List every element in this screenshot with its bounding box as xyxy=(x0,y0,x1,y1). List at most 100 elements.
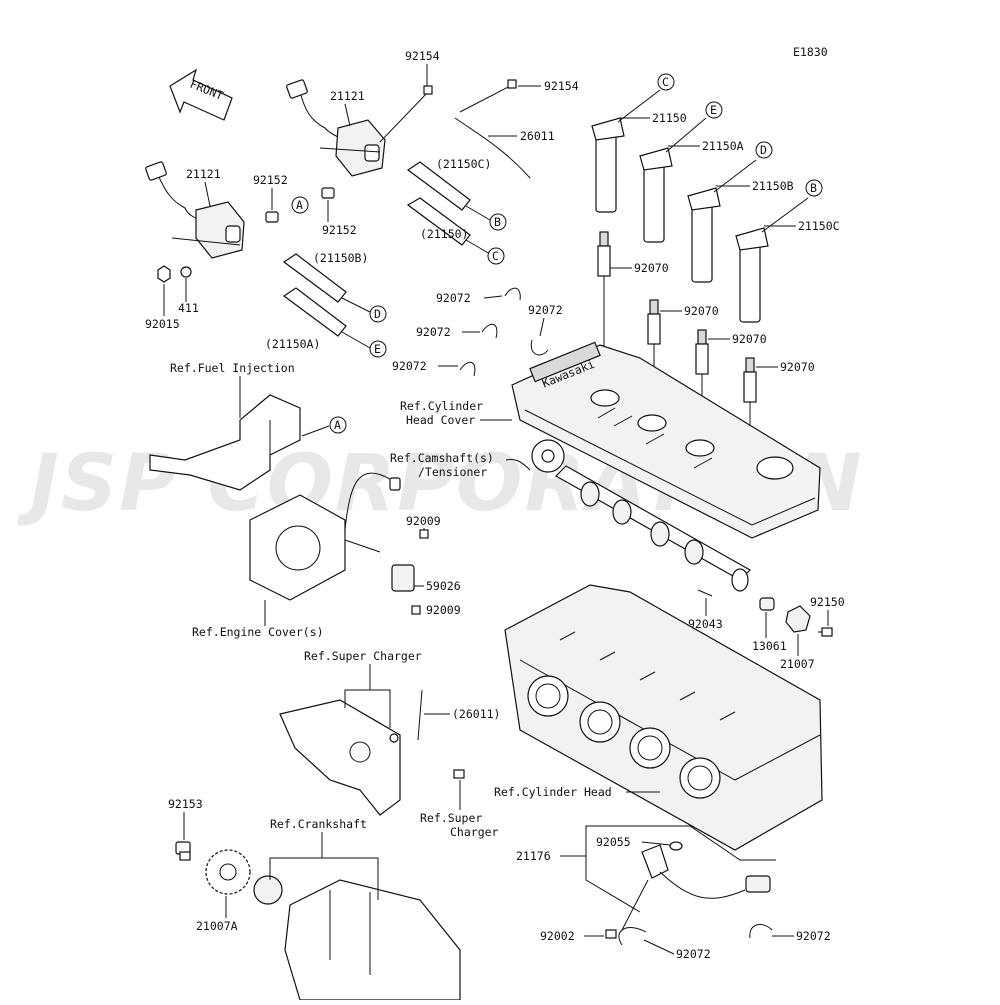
bolt-92009-a xyxy=(419,529,429,539)
label-92153: 92153 xyxy=(168,797,203,811)
label-21150B-paren: (21150B) xyxy=(313,251,368,265)
ref-super-charger-top: Ref.Super Charger xyxy=(304,649,422,663)
bolt-92154-a xyxy=(379,85,433,143)
plug-cap-21150C-small xyxy=(406,161,491,221)
sensor-21176 xyxy=(621,844,771,931)
label-13061: 13061 xyxy=(752,639,787,653)
label-21121-left: 21121 xyxy=(186,167,221,181)
label-21150A: 21150A xyxy=(702,139,744,153)
ref-engine-cover: Ref.Engine Cover(s) xyxy=(192,625,324,639)
svg-text:A: A xyxy=(296,198,303,212)
label-92009-bot: 92009 xyxy=(426,603,461,617)
label-21150C: 21150C xyxy=(798,219,840,233)
label-92152-left: 92152 xyxy=(253,173,288,187)
svg-text:B: B xyxy=(810,181,817,195)
label-21150-paren: (21150) xyxy=(420,227,468,241)
label-21176: 21176 xyxy=(516,849,551,863)
label-92070-3: 92070 xyxy=(732,332,767,346)
clip-92072-1 xyxy=(504,287,521,301)
plug-cap-21150-long xyxy=(591,89,661,213)
label-26011-paren: (26011) xyxy=(452,707,500,721)
label-92150: 92150 xyxy=(810,595,845,609)
svg-text:D: D xyxy=(374,307,381,321)
callout-B-2: B xyxy=(805,179,823,197)
plug-cap-21150B-long xyxy=(687,159,757,283)
plug-cap-21150B-small xyxy=(282,253,371,313)
ref-super-charger-bot-line2: Charger xyxy=(450,825,499,839)
bolt-92009-b xyxy=(411,605,421,615)
label-92015: 92015 xyxy=(145,317,180,331)
label-21007: 21007 xyxy=(780,657,815,671)
spark-plug-1 xyxy=(597,231,611,392)
callout-D-1: D xyxy=(369,305,387,323)
label-92154-top: 92154 xyxy=(405,49,440,63)
svg-text:E: E xyxy=(710,103,717,117)
label-92055: 92055 xyxy=(596,835,631,849)
callout-A-1: A xyxy=(291,196,309,214)
cap-21007 xyxy=(785,605,811,633)
sensor-59026 xyxy=(344,472,415,592)
oring-92055 xyxy=(669,841,683,851)
label-92072-4: 92072 xyxy=(528,303,563,317)
label-21150C-paren: (21150C) xyxy=(436,157,491,171)
label-92070-2: 92070 xyxy=(684,304,719,318)
ignition-coil-front xyxy=(145,161,245,259)
engine-cover-plate xyxy=(249,494,346,601)
label-21150A-paren: (21150A) xyxy=(265,337,320,351)
ref-cylinder-head: Ref.Cylinder Head xyxy=(494,785,612,799)
hose-26011 xyxy=(454,117,531,179)
washer-411 xyxy=(180,266,192,278)
label-92072-2: 92072 xyxy=(416,325,451,339)
label-92152-mid: 92152 xyxy=(322,223,357,237)
svg-text:D: D xyxy=(760,143,767,157)
label-92072-1: 92072 xyxy=(436,291,471,305)
camshaft xyxy=(531,439,751,592)
svg-text:C: C xyxy=(492,249,499,263)
collar-13061 xyxy=(759,597,775,611)
label-92072-5: 92072 xyxy=(676,947,711,961)
cylinder-head-cover: Kawasaki xyxy=(511,341,821,539)
ref-crankshaft: Ref.Crankshaft xyxy=(270,817,367,831)
diagram-code: E1830 xyxy=(793,45,828,59)
label-92072-3: 92072 xyxy=(392,359,427,373)
clip-92072-6 xyxy=(749,923,773,939)
bolt-92154-b xyxy=(459,79,517,113)
ref-camshaft-line2: /Tensioner xyxy=(418,465,487,479)
gear-21007A xyxy=(205,849,251,895)
ref-super-charger-bot-line1: Ref.Super xyxy=(420,811,482,825)
label-92070-4: 92070 xyxy=(780,360,815,374)
clip-92072-2 xyxy=(481,323,498,339)
plug-cap-21150-small xyxy=(406,197,491,255)
label-92154-right: 92154 xyxy=(544,79,579,93)
cylinder-head xyxy=(504,584,823,851)
collar-92152-b xyxy=(321,187,335,199)
label-21007A: 21007A xyxy=(196,919,238,933)
ref-camshaft-line1: Ref.Camshaft(s) xyxy=(390,451,494,465)
bolt-92153 xyxy=(175,841,191,861)
svg-text:E: E xyxy=(374,342,381,356)
clip-92072-4 xyxy=(530,339,549,356)
svg-text:C: C xyxy=(662,75,669,89)
svg-text:A: A xyxy=(334,418,341,432)
callout-D-2: D xyxy=(755,141,773,159)
hose-26011-b xyxy=(389,689,423,743)
callout-B-1: B xyxy=(489,213,507,231)
label-26011: 26011 xyxy=(520,129,555,143)
front-arrow-icon: FRONT xyxy=(169,68,233,121)
svg-text:B: B xyxy=(494,215,501,229)
clip-92072-5 xyxy=(618,927,647,946)
bolt-92150 xyxy=(818,627,833,637)
label-21150: 21150 xyxy=(652,111,687,125)
label-411: 411 xyxy=(178,301,199,315)
label-92070-1: 92070 xyxy=(634,261,669,275)
label-92009-top: 92009 xyxy=(406,514,441,528)
clip-92072-3 xyxy=(459,361,476,377)
plug-cap-21150A-small xyxy=(282,287,371,349)
ref-fuel-injection: Ref.Fuel Injection xyxy=(170,361,295,375)
nut-92015 xyxy=(157,265,171,283)
callout-E-2: E xyxy=(705,101,723,119)
label-21150B: 21150B xyxy=(752,179,794,193)
fuel-injection-bracket xyxy=(149,394,301,491)
